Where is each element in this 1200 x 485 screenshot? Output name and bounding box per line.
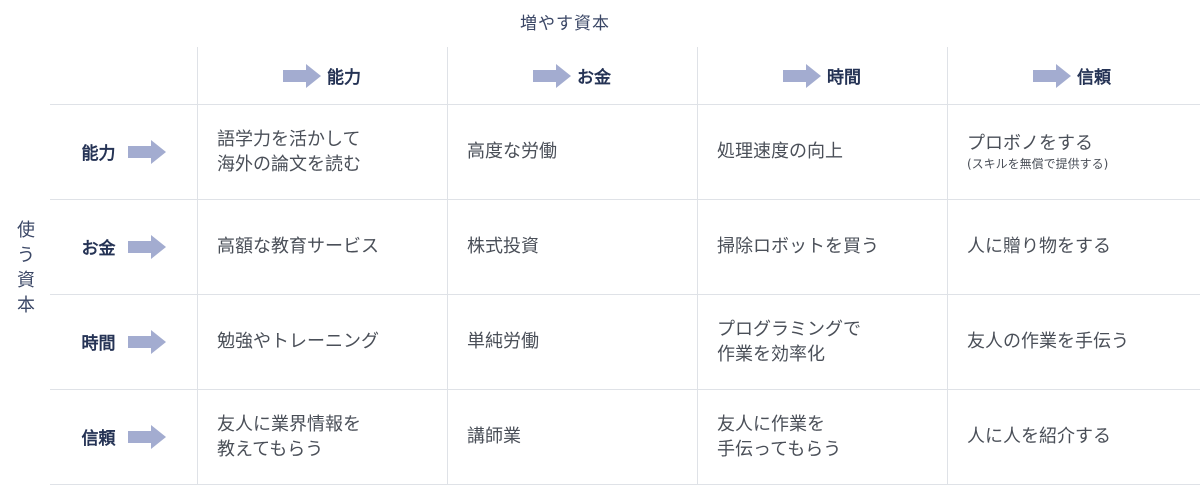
cell-text-line: 人に贈り物をする: [967, 236, 1111, 257]
matrix-cell: プロボノをする (スキルを無償で提供する): [947, 104, 1200, 199]
arrow-right-icon: [127, 424, 166, 449]
column-header-label: 信頼: [1077, 68, 1111, 88]
matrix-cell: 高額な教育サービス: [197, 199, 451, 294]
matrix-cell: 友人の作業を手伝う: [947, 294, 1200, 389]
row-header: 信頼: [50, 389, 197, 484]
arrow-right-icon: [127, 234, 166, 259]
column-header: お金: [447, 47, 697, 104]
cell-text-line: プログラミングで: [717, 318, 861, 340]
matrix-cell: 高度な労働: [447, 104, 701, 199]
cell-text-line: 作業を効率化: [717, 343, 825, 365]
grid-divider-vertical: [947, 47, 948, 485]
cell-text-line: 人に人を紹介する: [967, 426, 1111, 447]
cell-text-line: 処理速度の向上: [717, 141, 843, 162]
column-header: 時間: [697, 47, 947, 104]
matrix-cell: 友人に業界情報を教えてもらう: [197, 389, 451, 484]
side-axis-title: 使 う 資 本: [12, 218, 40, 318]
column-header-label: 能力: [327, 68, 361, 88]
row-header: 能力: [50, 104, 197, 199]
row-header-label: 能力: [81, 144, 116, 164]
cell-text-line: 株式投資: [467, 236, 539, 257]
column-header-label: 時間: [827, 68, 861, 88]
row-header: お金: [50, 199, 197, 294]
arrow-right-icon: [783, 63, 821, 88]
side-axis-char: 資: [17, 270, 35, 291]
matrix-cell: 語学力を活かして海外の論文を読む: [197, 104, 451, 199]
column-header: 信頼: [947, 47, 1197, 104]
side-axis-char: 使: [17, 220, 35, 241]
matrix-cell: 人に人を紹介する: [947, 389, 1200, 484]
top-axis-title: 増やす資本: [520, 14, 610, 34]
matrix-cell: 処理速度の向上: [697, 104, 951, 199]
grid-divider-horizontal: [50, 389, 1200, 390]
cell-text-line: 語学力を活かして: [217, 128, 361, 150]
cell-text-line: 友人に業界情報を: [217, 413, 361, 435]
grid-divider-vertical: [697, 47, 698, 485]
matrix-cell: 講師業: [447, 389, 701, 484]
cell-text-line: 掃除ロボットを買う: [717, 236, 879, 257]
capital-matrix-table: 能力お金時間信頼能力語学力を活かして海外の論文を読む高度な労働処理速度の向上プロ…: [50, 47, 1200, 485]
grid-divider-horizontal: [50, 199, 1200, 200]
row-header-label: 信頼: [81, 429, 116, 449]
cell-text-line: 勉強やトレーニング: [217, 331, 379, 352]
cell-text-line: 高額な教育サービス: [217, 236, 379, 257]
matrix-cell: 掃除ロボットを買う: [697, 199, 951, 294]
matrix-cell: 勉強やトレーニング: [197, 294, 451, 389]
cell-text-line: プロボノをする: [967, 133, 1093, 154]
arrow-right-icon: [533, 63, 571, 88]
matrix-cell: プログラミングで作業を効率化: [697, 294, 951, 389]
arrow-right-icon: [127, 329, 166, 354]
grid-divider-vertical: [197, 47, 198, 485]
cell-text-line: 手伝ってもらう: [717, 438, 842, 460]
cell-text-line: 友人に作業を: [717, 413, 825, 435]
cell-text-line: 友人の作業を手伝う: [967, 331, 1129, 352]
grid-divider-horizontal: [50, 104, 1200, 105]
row-header: 時間: [50, 294, 197, 389]
matrix-cell: 人に贈り物をする: [947, 199, 1200, 294]
grid-divider-horizontal: [50, 294, 1200, 295]
matrix-cell: 単純労働: [447, 294, 701, 389]
cell-text-line: 単純労働: [467, 331, 539, 352]
column-header: 能力: [197, 47, 447, 104]
cell-text-line: 講師業: [467, 426, 521, 447]
arrow-right-icon: [127, 139, 166, 164]
cell-text-line: 教えてもらう: [217, 438, 324, 460]
cell-text-line: 高度な労働: [467, 141, 557, 162]
row-header-label: お金: [81, 239, 116, 259]
grid-divider-vertical: [447, 47, 448, 485]
matrix-cell: 友人に作業を手伝ってもらう: [697, 389, 951, 484]
matrix-cell: 株式投資: [447, 199, 701, 294]
column-header-label: お金: [577, 68, 611, 88]
side-axis-char: 本: [17, 295, 35, 316]
cell-note: (スキルを無償で提供する): [967, 157, 1109, 171]
arrow-right-icon: [283, 63, 321, 88]
row-header-label: 時間: [81, 334, 116, 354]
side-axis-char: う: [17, 245, 35, 266]
arrow-right-icon: [1033, 63, 1071, 88]
cell-text-line: 海外の論文を読む: [217, 153, 361, 175]
